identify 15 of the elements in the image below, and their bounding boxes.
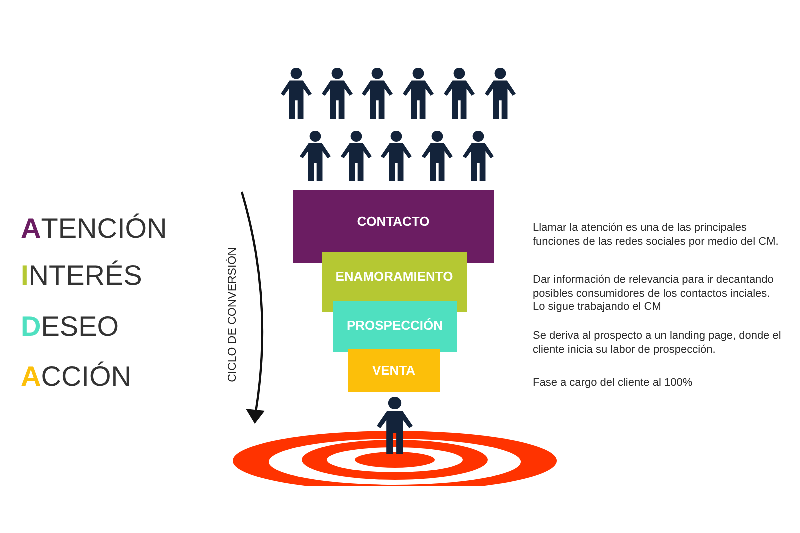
stage-label: VENTA: [372, 363, 416, 378]
stage-description: Fase a cargo del cliente al 100%: [533, 377, 694, 390]
stage-label: PROSPECCIÓN: [346, 318, 444, 332]
funnel-stage: [333, 301, 457, 352]
stage-description: Llamar la atención es una de las principales funciones de las redes sociales por medio del CM.: [533, 222, 780, 249]
funnel-stage: [348, 349, 440, 392]
acronym-word: INTERÉS: [21, 260, 142, 292]
stage-description: Dar información de relevancia para ir decantando posibles consumidores de los contactos inciales. Lo sigue trabajando el CM: [533, 274, 775, 314]
stage-description: Se deriva al prospecto a un landing page, donde el cliente inicia su labor de prospección.: [533, 330, 782, 357]
acronym-word: DESEO: [21, 311, 120, 343]
stage-label: CONTACTO: [357, 214, 430, 228]
vertical-caption: CICLO DE CONVERSIÓN: [226, 248, 240, 382]
acronym-word: ATENCIÓN: [21, 213, 168, 245]
acronym-word: ACCIÓN: [21, 361, 132, 393]
stage-label: ENAMORAMIENTO: [336, 269, 454, 284]
